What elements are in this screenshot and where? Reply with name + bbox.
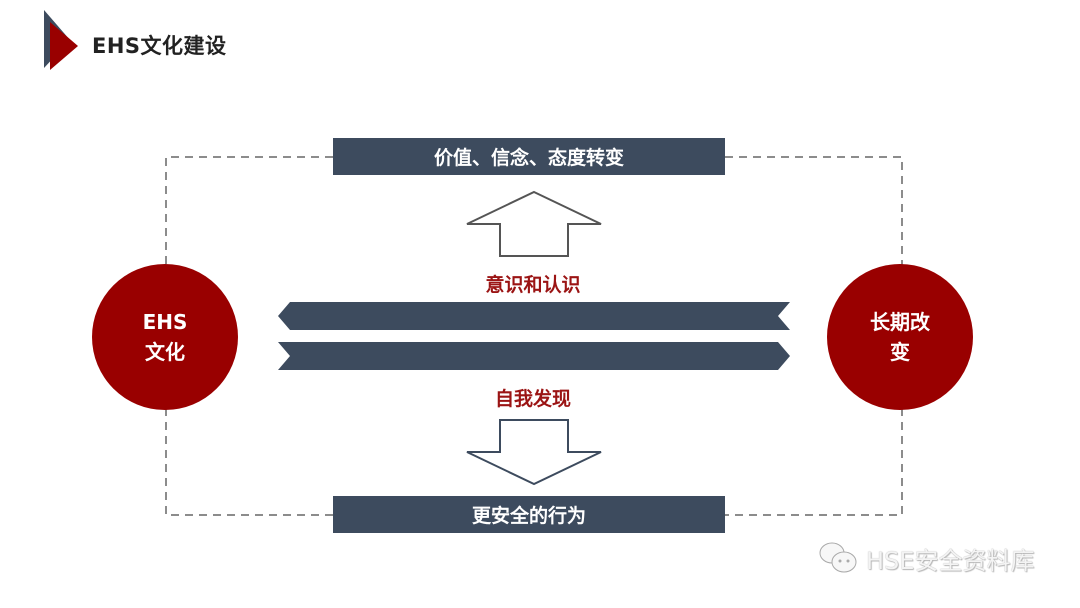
right-circle-line1: 长期改 — [870, 310, 930, 334]
title-logo-icon — [44, 10, 78, 70]
top-box: 价值、信念、态度转变 — [333, 138, 725, 175]
page-title: EHS文化建设 — [92, 34, 227, 58]
watermark: HSE安全资料库 — [818, 540, 1034, 576]
left-circle-line1: EHS — [142, 310, 188, 334]
upper-label: 意识和认识 — [485, 274, 581, 296]
down-arrow-icon — [466, 419, 602, 486]
bottom-box-label: 更安全的行为 — [471, 505, 586, 527]
ehs-culture-circle: EHS 文化 — [92, 264, 238, 410]
top-box-label: 价值、信念、态度转变 — [433, 147, 624, 169]
right-circle-line2: 变 — [890, 340, 910, 364]
bottom-box: 更安全的行为 — [333, 496, 725, 533]
lower-label: 自我发现 — [494, 388, 571, 410]
left-arrow-band — [278, 302, 790, 370]
left-circle-line2: 文化 — [145, 340, 185, 364]
watermark-text: HSE安全资料库 — [866, 546, 1035, 575]
wechat-icon — [819, 542, 857, 573]
long-term-change-circle: 长期改 变 — [827, 264, 973, 410]
up-arrow-icon — [466, 190, 602, 257]
